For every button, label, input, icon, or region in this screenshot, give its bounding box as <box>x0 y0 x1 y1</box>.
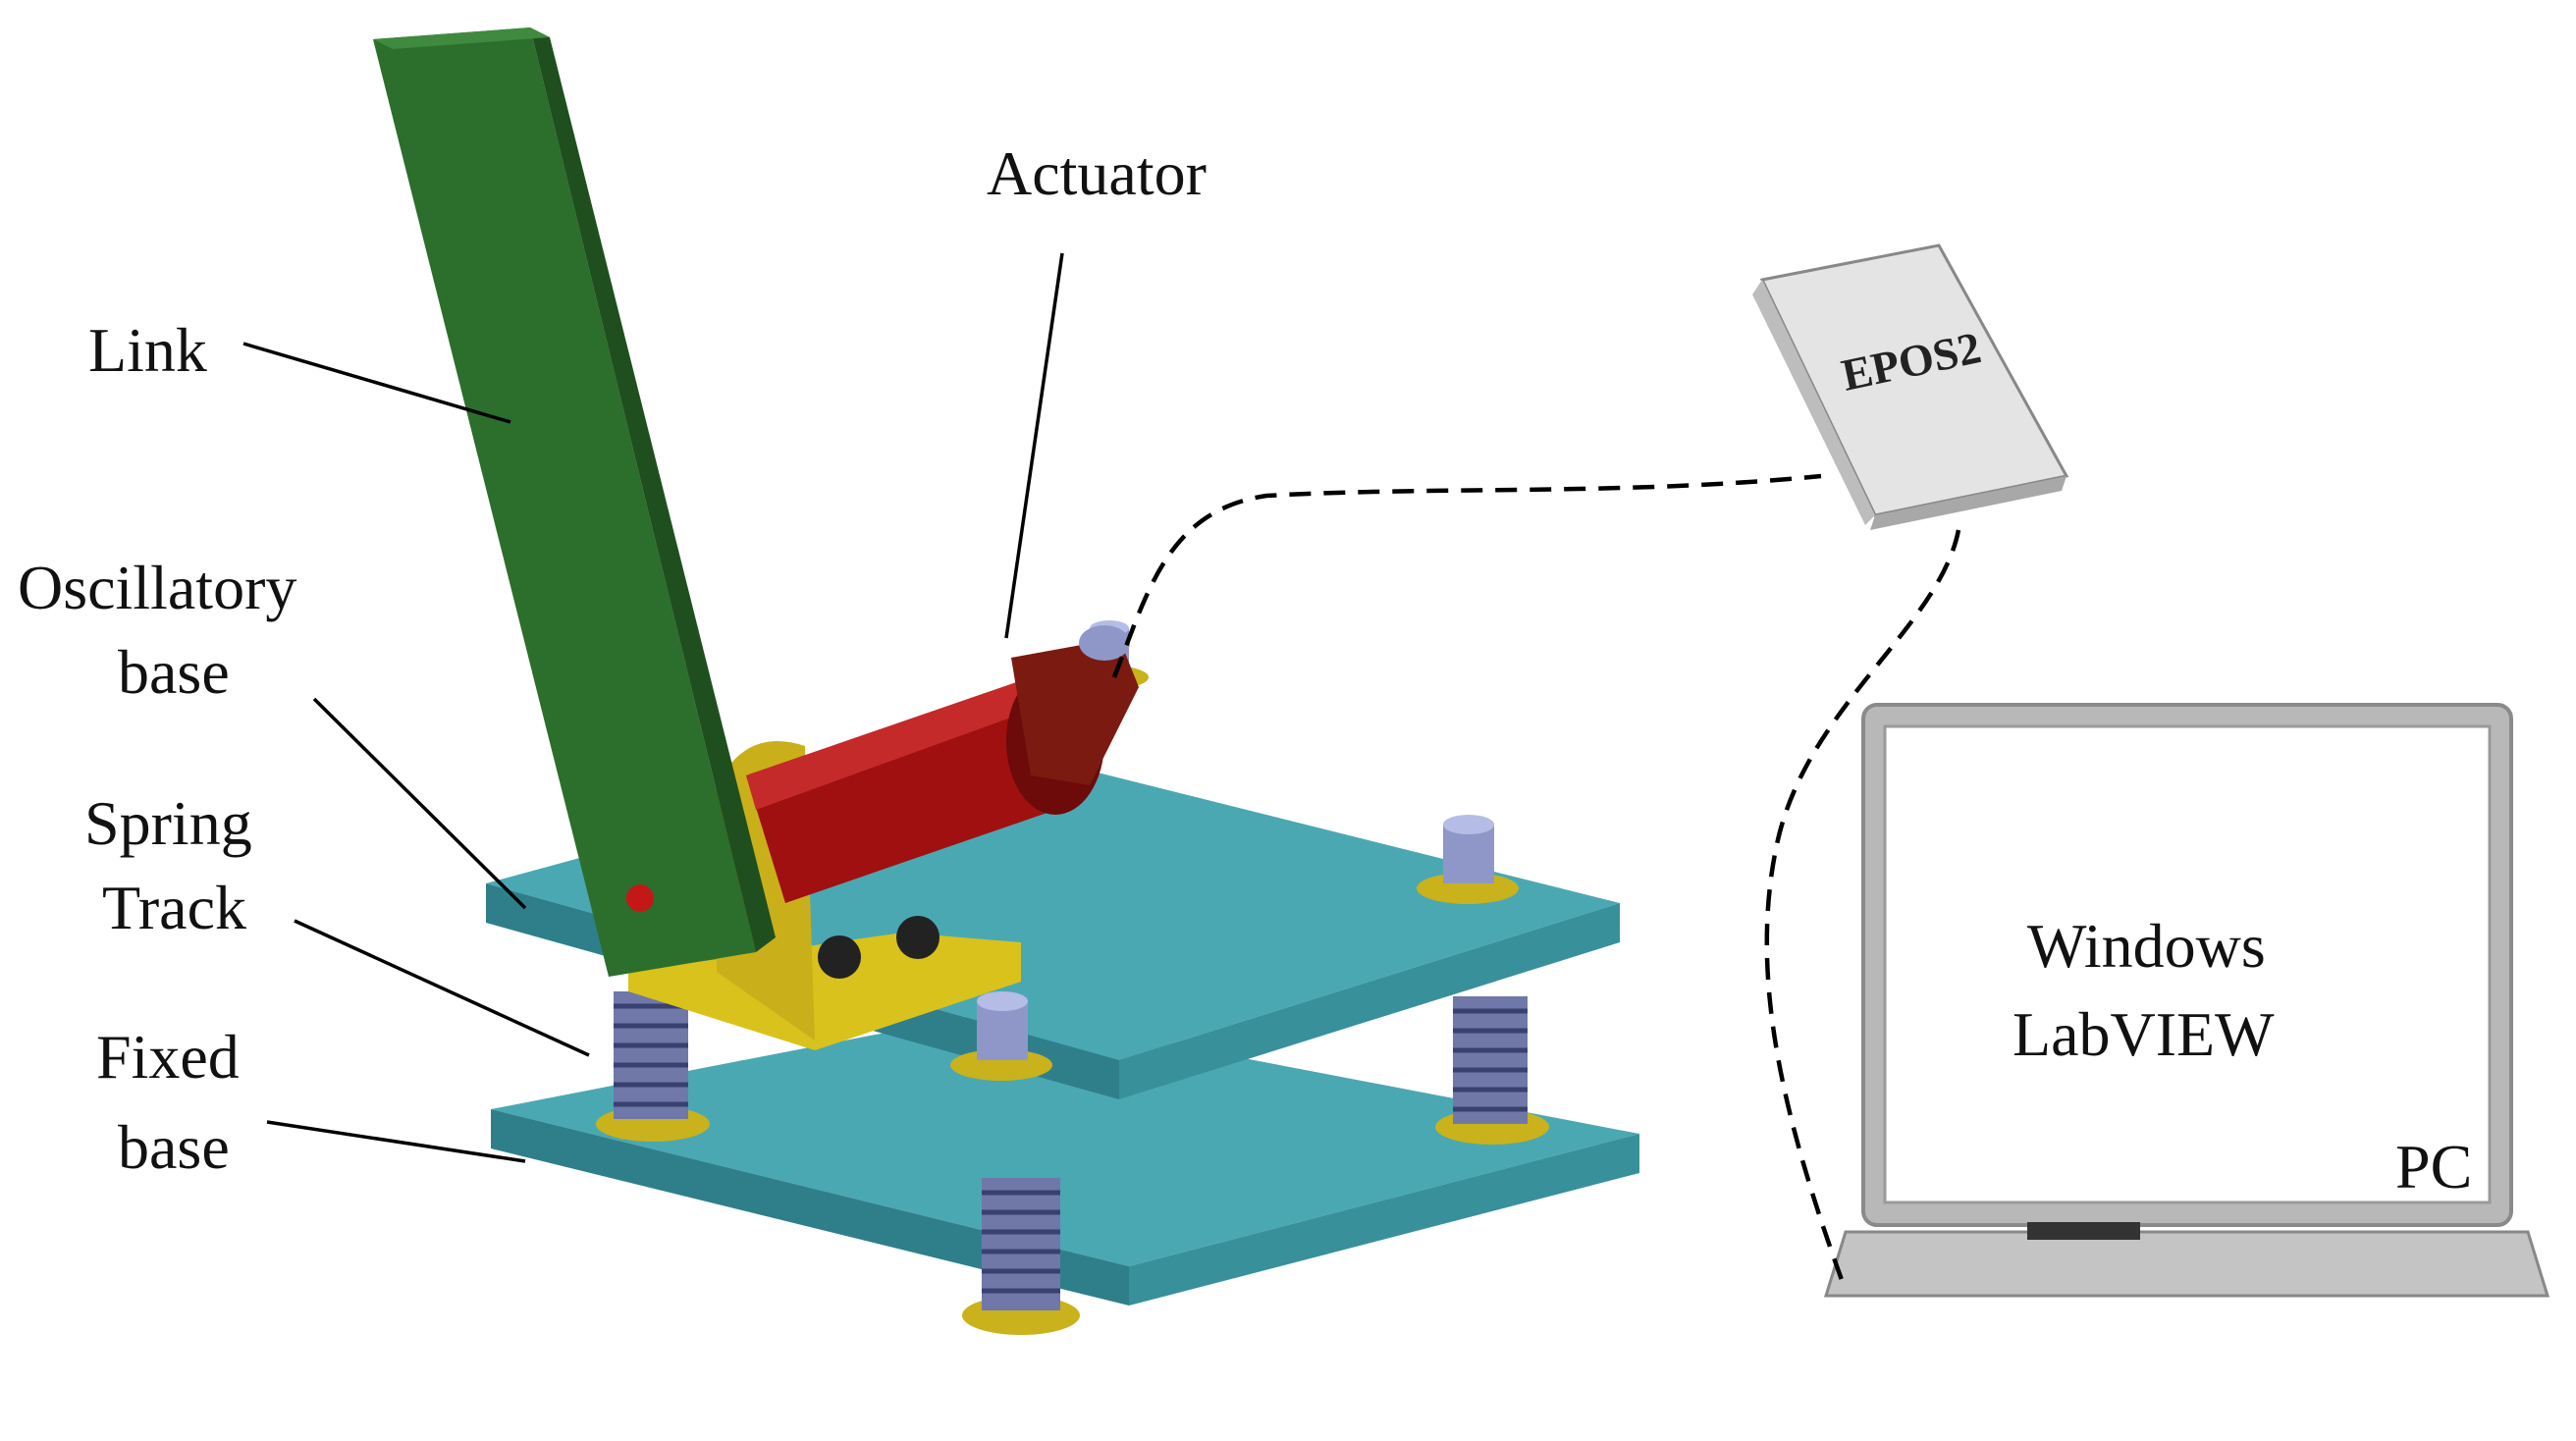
label-spring-line1: Spring <box>84 788 252 858</box>
spring-rear-right <box>1435 996 1549 1145</box>
link-arm <box>373 27 776 977</box>
leader-oscillatory-base <box>312 697 527 910</box>
leader-fixed-base <box>266 1120 526 1163</box>
label-link: Link <box>88 315 207 385</box>
label-fixed-line2: base <box>118 1112 230 1182</box>
epos2-controller: EPOS2 <box>1752 243 2069 530</box>
cable-epos2-to-pc <box>1764 529 1961 1292</box>
leader-link <box>242 342 511 424</box>
leader-actuator <box>1004 252 1064 639</box>
spring-rear-left <box>596 991 710 1142</box>
label-spring-line2: Track <box>102 873 246 942</box>
label-fixed-line1: Fixed <box>96 1022 240 1092</box>
mounting-knob-right <box>1417 815 1519 904</box>
laptop-pc <box>1823 703 2550 1298</box>
label-screen-line1: Windows <box>2027 911 2266 981</box>
label-oscillatory-line1: Oscillatory <box>18 553 296 622</box>
label-pc: PC <box>2395 1132 2472 1201</box>
spring-front <box>962 1178 1080 1335</box>
actuator-motor <box>746 625 1139 903</box>
mounting-knob-front <box>950 991 1052 1081</box>
cable-actuator-to-epos2 <box>1111 473 1822 678</box>
label-screen-line2: LabVIEW <box>2012 999 2275 1069</box>
leader-spring-track <box>294 919 590 1057</box>
label-oscillatory-line2: base <box>118 637 230 707</box>
fixed-base-plate <box>491 1011 1639 1306</box>
label-actuator: Actuator <box>987 138 1207 208</box>
